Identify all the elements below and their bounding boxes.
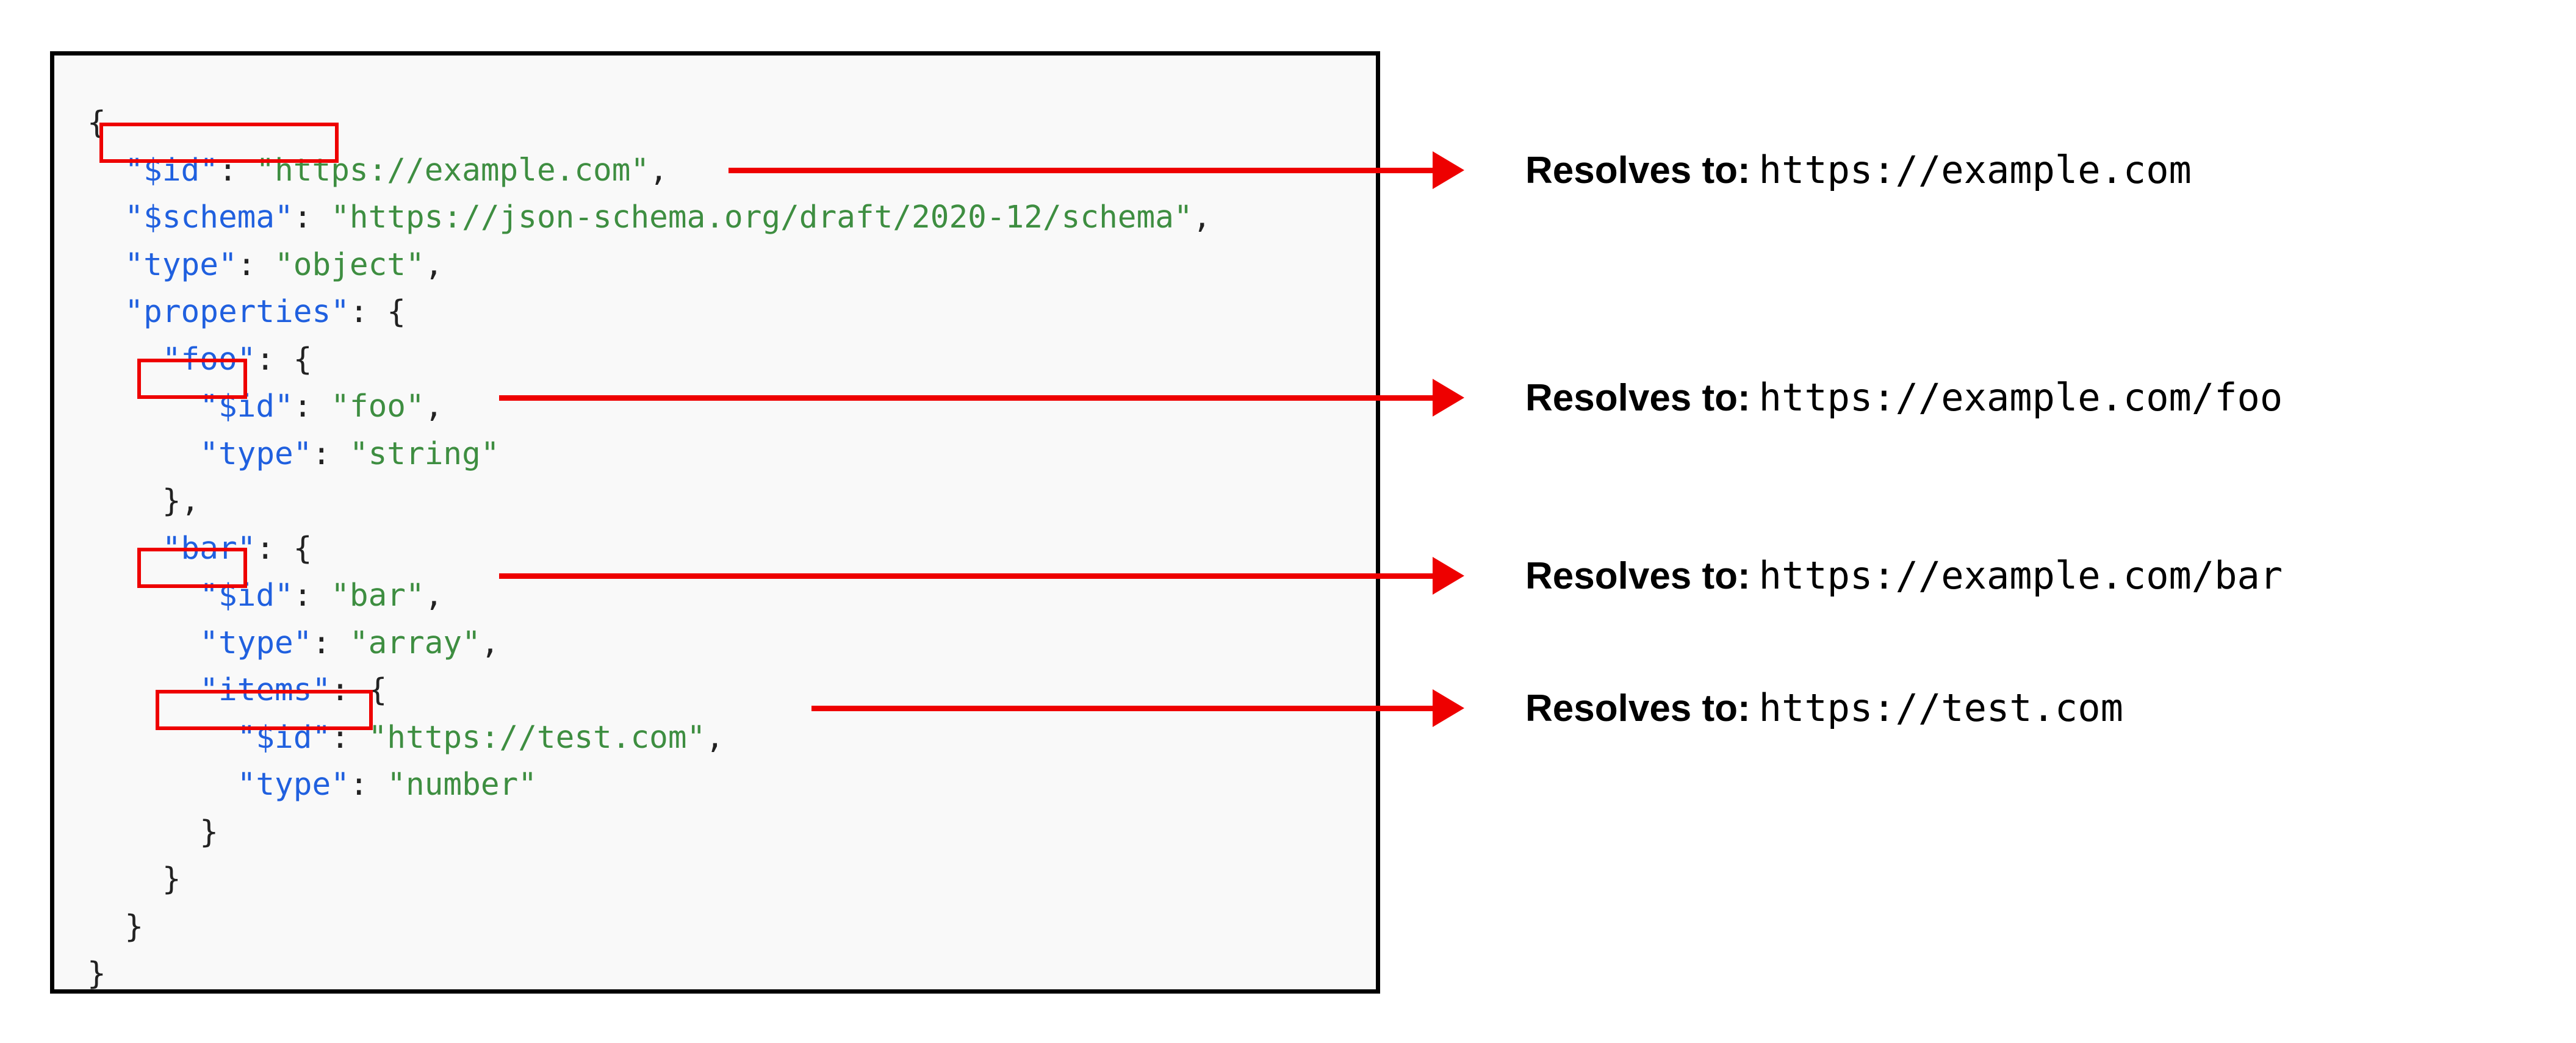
json-punctuation: : xyxy=(349,767,387,803)
resolved-uri-value: https://example.com/foo xyxy=(1758,375,2283,420)
json-punctuation: : { xyxy=(349,294,406,330)
json-string: "https://json-schema.org/draft/2020-12/s… xyxy=(331,199,1193,235)
json-key: "type" xyxy=(237,767,350,803)
code-line: "$id": "https://example.com", xyxy=(87,147,1211,195)
json-punctuation: } xyxy=(200,814,218,850)
json-punctuation: : xyxy=(237,246,275,283)
code-indent xyxy=(87,436,200,472)
json-string: "foo" xyxy=(331,389,425,425)
code-indent xyxy=(87,247,124,283)
arrow-to-test-com-line xyxy=(811,706,1435,711)
json-key: "$id" xyxy=(124,152,218,188)
json-punctuation: } xyxy=(162,861,181,897)
json-punctuation: , xyxy=(1192,199,1212,235)
arrow-to-test-com-head xyxy=(1433,689,1464,727)
code-line: "bar": { xyxy=(87,525,1211,573)
resolves-to-annotation: Resolves to:https://test.com xyxy=(1525,689,2123,728)
highlight-id-root xyxy=(99,122,339,163)
json-key: "type" xyxy=(124,246,237,283)
json-key: "properties" xyxy=(124,294,350,330)
json-string: "https://test.com" xyxy=(368,719,706,756)
code-line: "$schema": "https://json-schema.org/draf… xyxy=(87,194,1211,242)
json-punctuation: , xyxy=(480,625,500,661)
code-indent xyxy=(87,625,200,661)
code-indent xyxy=(87,767,237,803)
code-indent xyxy=(87,861,162,897)
resolves-to-annotation: Resolves to:https://example.com xyxy=(1525,151,2192,190)
json-punctuation: : xyxy=(218,152,256,188)
code-line: }, xyxy=(87,478,1211,525)
json-punctuation: , xyxy=(424,578,444,614)
json-key: "$schema" xyxy=(124,199,293,235)
highlight-id-items xyxy=(156,689,373,730)
code-indent xyxy=(87,909,124,945)
json-punctuation: } xyxy=(87,956,106,992)
json-string: "string" xyxy=(349,435,500,472)
highlight-id-foo xyxy=(137,359,247,399)
json-punctuation: : { xyxy=(256,530,312,567)
json-punctuation: : xyxy=(331,719,369,756)
resolves-to-label: Resolves to: xyxy=(1525,149,1750,192)
code-indent xyxy=(87,294,124,330)
code-line: "foo": { xyxy=(87,336,1211,384)
json-string: "bar" xyxy=(331,578,425,614)
resolved-uri-value: https://test.com xyxy=(1758,686,2123,730)
resolved-uri-value: https://example.com xyxy=(1758,148,2192,192)
code-indent xyxy=(87,199,124,235)
json-string: "array" xyxy=(349,625,481,661)
json-punctuation: , xyxy=(424,389,444,425)
json-punctuation: }, xyxy=(162,483,200,519)
json-punctuation: : xyxy=(312,625,350,661)
json-punctuation: , xyxy=(424,246,444,283)
code-line: "type": "number" xyxy=(87,761,1211,809)
json-punctuation: : xyxy=(312,435,350,472)
code-line: "$id": "https://test.com", xyxy=(87,714,1211,762)
code-line: "$id": "foo", xyxy=(87,383,1211,431)
json-punctuation: : { xyxy=(256,341,312,378)
arrow-to-example-com-head xyxy=(1433,151,1464,189)
json-code-block: { "$id": "https://example.com", "$schema… xyxy=(87,99,1211,998)
resolves-to-label: Resolves to: xyxy=(1525,377,1750,419)
arrow-to-example-com-foo-line xyxy=(499,395,1435,401)
code-line: } xyxy=(87,950,1211,998)
code-line: } xyxy=(87,809,1211,856)
code-line: "type": "array", xyxy=(87,620,1211,667)
code-indent xyxy=(87,814,200,850)
json-key: "$id" xyxy=(237,719,331,756)
arrow-to-example-com-foo-head xyxy=(1433,379,1464,417)
json-string: "https://example.com" xyxy=(256,152,650,188)
arrow-to-example-com-line xyxy=(729,168,1435,173)
json-punctuation: : xyxy=(293,389,331,425)
resolves-to-annotation: Resolves to:https://example.com/foo xyxy=(1525,379,2283,417)
code-line: } xyxy=(87,903,1211,951)
resolved-uri-value: https://example.com/bar xyxy=(1758,553,2283,598)
json-punctuation: } xyxy=(124,908,144,945)
json-string: "object" xyxy=(275,246,425,283)
resolves-to-label: Resolves to: xyxy=(1525,687,1750,729)
highlight-id-bar xyxy=(137,548,247,588)
code-line: "properties": { xyxy=(87,289,1211,336)
json-punctuation: , xyxy=(649,152,668,188)
resolves-to-label: Resolves to: xyxy=(1525,555,1750,597)
arrow-to-example-com-bar-head xyxy=(1433,557,1464,595)
json-key: "type" xyxy=(200,435,312,472)
code-indent xyxy=(87,483,162,519)
resolves-to-annotation: Resolves to:https://example.com/bar xyxy=(1525,557,2283,595)
code-line: "type": "string" xyxy=(87,431,1211,478)
arrow-to-example-com-bar-line xyxy=(499,573,1435,579)
code-line: } xyxy=(87,856,1211,903)
code-line: "type": "object", xyxy=(87,242,1211,289)
code-line: "$id": "bar", xyxy=(87,572,1211,620)
json-code-panel: { "$id": "https://example.com", "$schema… xyxy=(50,51,1380,994)
json-punctuation: : xyxy=(293,199,331,235)
json-key: "type" xyxy=(200,625,312,661)
json-string: "number" xyxy=(387,767,537,803)
json-punctuation: , xyxy=(705,719,724,756)
json-punctuation: : xyxy=(293,578,331,614)
